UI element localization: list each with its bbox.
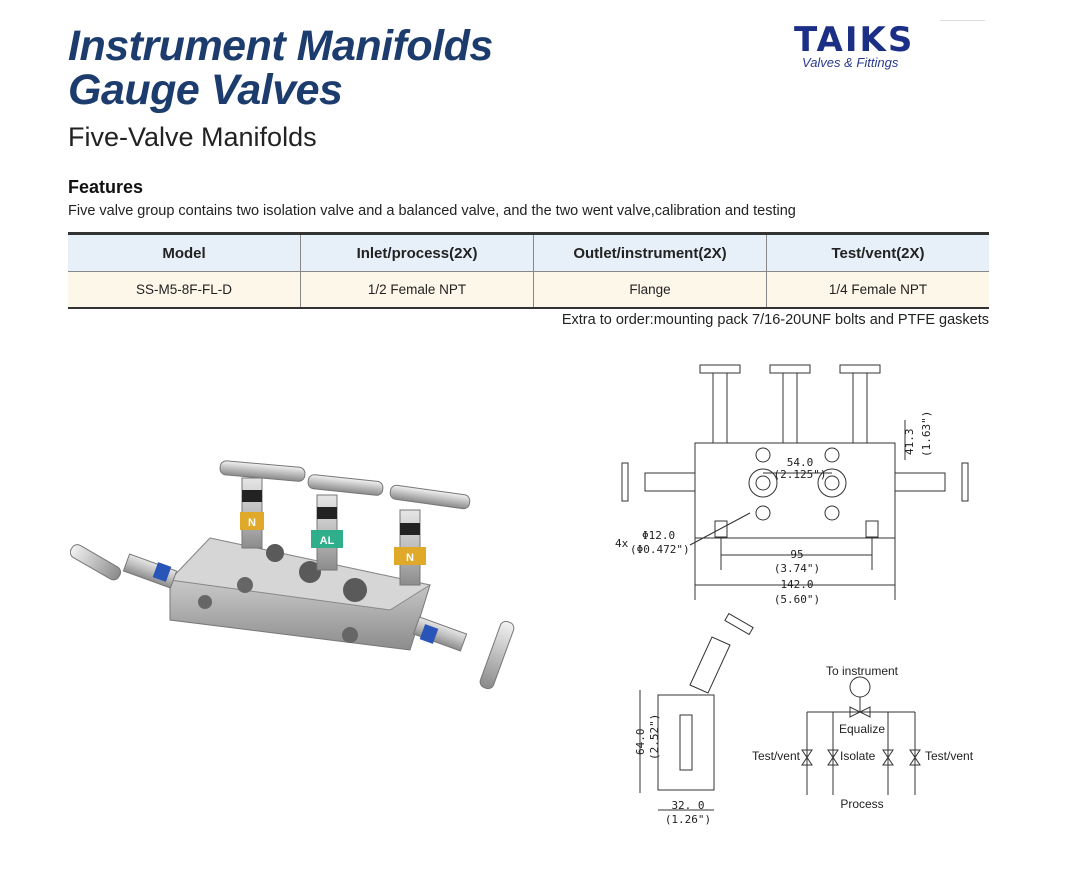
hole-count: 4x	[615, 537, 629, 550]
cell-inlet: 1/2 Female NPT	[300, 271, 534, 309]
dim-64-inch: (2.52")	[648, 714, 661, 760]
tag-left: N	[248, 517, 256, 529]
technical-drawings: 54.0 (2.125") 95 (3.74") 142.0 (5.60") 4…	[615, 364, 974, 826]
top-valve-right: N	[389, 484, 471, 586]
schematic-test-vent-right: Test/vent	[925, 749, 974, 763]
schematic-process: Process	[840, 797, 883, 811]
features-text: Five valve group contains two isolation …	[68, 203, 796, 219]
brand-logo: TAIKS Valves & Fittings	[794, 22, 944, 74]
col-test-vent: Test/vent(2X)	[766, 232, 989, 272]
top-valve-left: N	[219, 460, 306, 549]
dim-32: 32. 0	[671, 799, 704, 812]
dim-41-3: 41.3	[903, 429, 916, 456]
flow-schematic	[801, 676, 921, 795]
dim-95-inch: (3.74")	[774, 562, 820, 575]
logo-tagline: Valves & Fittings	[802, 55, 899, 70]
logo-wordmark: TAIKS	[794, 20, 915, 60]
dim-54-inch: (2.125")	[774, 468, 827, 481]
schematic-isolate: Isolate	[840, 749, 876, 763]
dim-54: 54.0	[787, 456, 814, 469]
schematic-to-instrument: To instrument	[826, 664, 899, 678]
col-model: Model	[68, 232, 301, 272]
dim-95: 95	[790, 548, 803, 561]
tag-center: AL	[320, 535, 335, 547]
dim-142-inch: (5.60")	[774, 593, 820, 606]
extra-order-note: Extra to order:mounting pack 7/16-20UNF …	[561, 312, 989, 328]
front-view-valves	[621, 364, 969, 502]
title-line-2: Gauge Valves	[68, 66, 343, 114]
side-view	[639, 612, 754, 811]
hole-diameter-inch: (Φ0.472")	[630, 543, 690, 556]
cell-test-vent: 1/4 Female NPT	[766, 271, 989, 309]
spec-table-header-row: Model Inlet/process(2X) Outlet/instrumen…	[68, 232, 989, 272]
col-inlet: Inlet/process(2X)	[300, 232, 534, 272]
table-row: SS-M5-8F-FL-D 1/2 Female NPT Flange 1/4 …	[68, 271, 989, 309]
features-heading: Features	[68, 177, 144, 197]
cell-model: SS-M5-8F-FL-D	[68, 271, 301, 309]
dim-64: 64.0	[634, 729, 647, 756]
title-line-1: Instrument Manifolds	[68, 22, 493, 70]
dim-41-3-inch: (1.63")	[920, 411, 933, 457]
manifold-photo: N AL N	[70, 460, 515, 690]
logo-divider	[940, 20, 985, 21]
page-subtitle: Five-Valve Manifolds	[68, 122, 317, 152]
schematic-test-vent-left: Test/vent	[752, 749, 801, 763]
tag-right: N	[406, 552, 414, 564]
col-outlet: Outlet/instrument(2X)	[533, 232, 767, 272]
top-valve-center: AL	[307, 474, 384, 571]
schematic-equalize: Equalize	[839, 722, 885, 736]
dim-32-inch: (1.26")	[665, 813, 711, 826]
spec-table: Model Inlet/process(2X) Outlet/instrumen…	[68, 232, 989, 309]
cell-outlet: Flange	[533, 271, 767, 309]
hole-diameter: Φ12.0	[642, 529, 675, 542]
dim-142: 142.0	[780, 578, 813, 591]
